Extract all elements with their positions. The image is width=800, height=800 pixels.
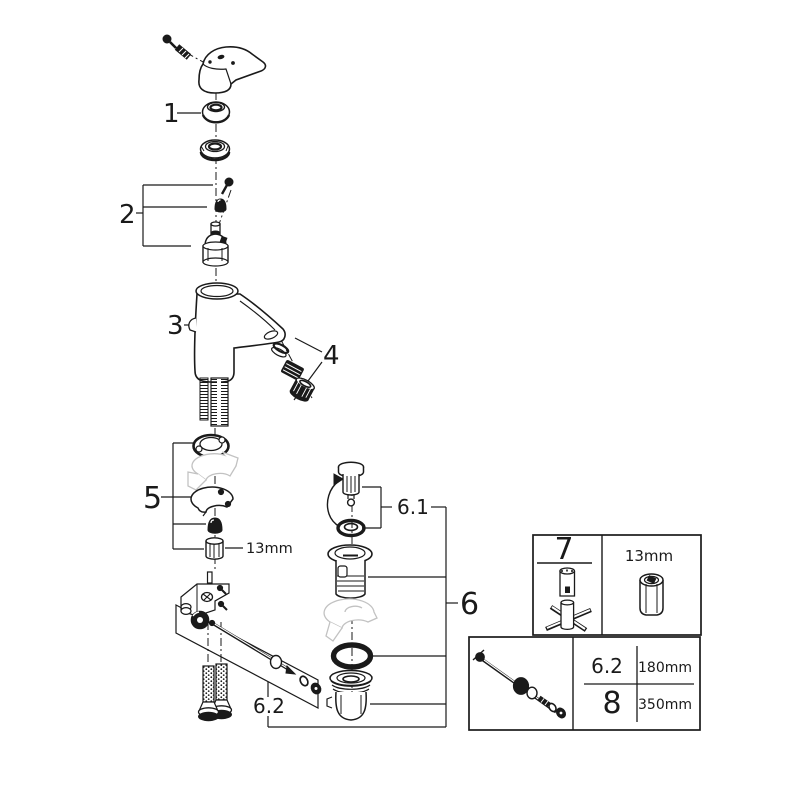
part-cartridge-screw (220, 177, 234, 195)
part-rod-mount-plate (180, 571, 230, 617)
rod-spec-table: 6.2 180mm 8 350mm (584, 646, 694, 722)
label-5: 5 (143, 481, 162, 516)
rotation-arrow-icon (326, 473, 344, 528)
diagram-labels: 1 2 3 4 5 6 6.1 6.2 13mm (119, 99, 479, 718)
part-drain-strainer (327, 544, 373, 599)
label-6-2: 6.2 (253, 694, 285, 718)
rod-spec-box: 6.2 180mm 8 350mm (468, 636, 701, 731)
callout-13mm: 13mm (246, 541, 293, 557)
bracket-part5 (161, 442, 206, 550)
label-6: 6 (460, 587, 479, 622)
part-aerator-housing (289, 377, 315, 402)
rod-drawing (472, 649, 567, 719)
part-plug-seal (336, 518, 366, 538)
part-handle-screw (162, 34, 192, 60)
part-cap-ring (201, 101, 231, 124)
tool-box-part-number: 7 (554, 532, 573, 567)
part-rod-gasket (190, 610, 210, 630)
part-supply-hoses (197, 663, 233, 722)
label-2: 2 (119, 200, 136, 230)
socket-tool-drawing (545, 567, 592, 632)
bracket-part2 (136, 184, 213, 247)
part-mounting-washer (190, 486, 234, 517)
part-mounting-ring (199, 139, 231, 162)
leader-lines (136, 112, 458, 728)
body-side-pin (188, 317, 197, 333)
spec-row1-number: 6.2 (591, 654, 623, 678)
label-1: 1 (163, 99, 180, 129)
spec-row1-length: 180mm (638, 660, 692, 676)
part-aerator-seal (271, 342, 290, 358)
socket-13mm-drawing (639, 573, 664, 616)
part-body-shank (199, 377, 229, 427)
part-cartridge (202, 221, 229, 267)
tool-box-socket-size: 13mm (625, 547, 673, 565)
part-mounting-nut-13mm (205, 537, 224, 560)
tool-box: 7 13mm (532, 532, 702, 636)
part-drain-oring (330, 642, 374, 670)
bracket-part6 (268, 507, 458, 728)
bracket-part6-2 (175, 604, 319, 727)
label-4: 4 (323, 341, 340, 371)
part-faucet-body (188, 282, 286, 383)
part-waste-body (326, 669, 373, 721)
part-aerator-mousseur (281, 360, 304, 381)
spec-row2-length: 350mm (638, 697, 692, 713)
part-clamp-ghost (323, 598, 378, 642)
spec-row2-number: 8 (602, 686, 621, 721)
part-stabilizer-ghost (187, 451, 239, 491)
label-6-1: 6.1 (397, 495, 429, 519)
part-popup-plug (337, 461, 365, 507)
part-dome-nut (207, 517, 223, 534)
label-3: 3 (167, 311, 184, 341)
part-pull-rod (208, 619, 322, 695)
part-handle-lever (198, 46, 267, 94)
part-cartridge-cap (214, 198, 227, 213)
